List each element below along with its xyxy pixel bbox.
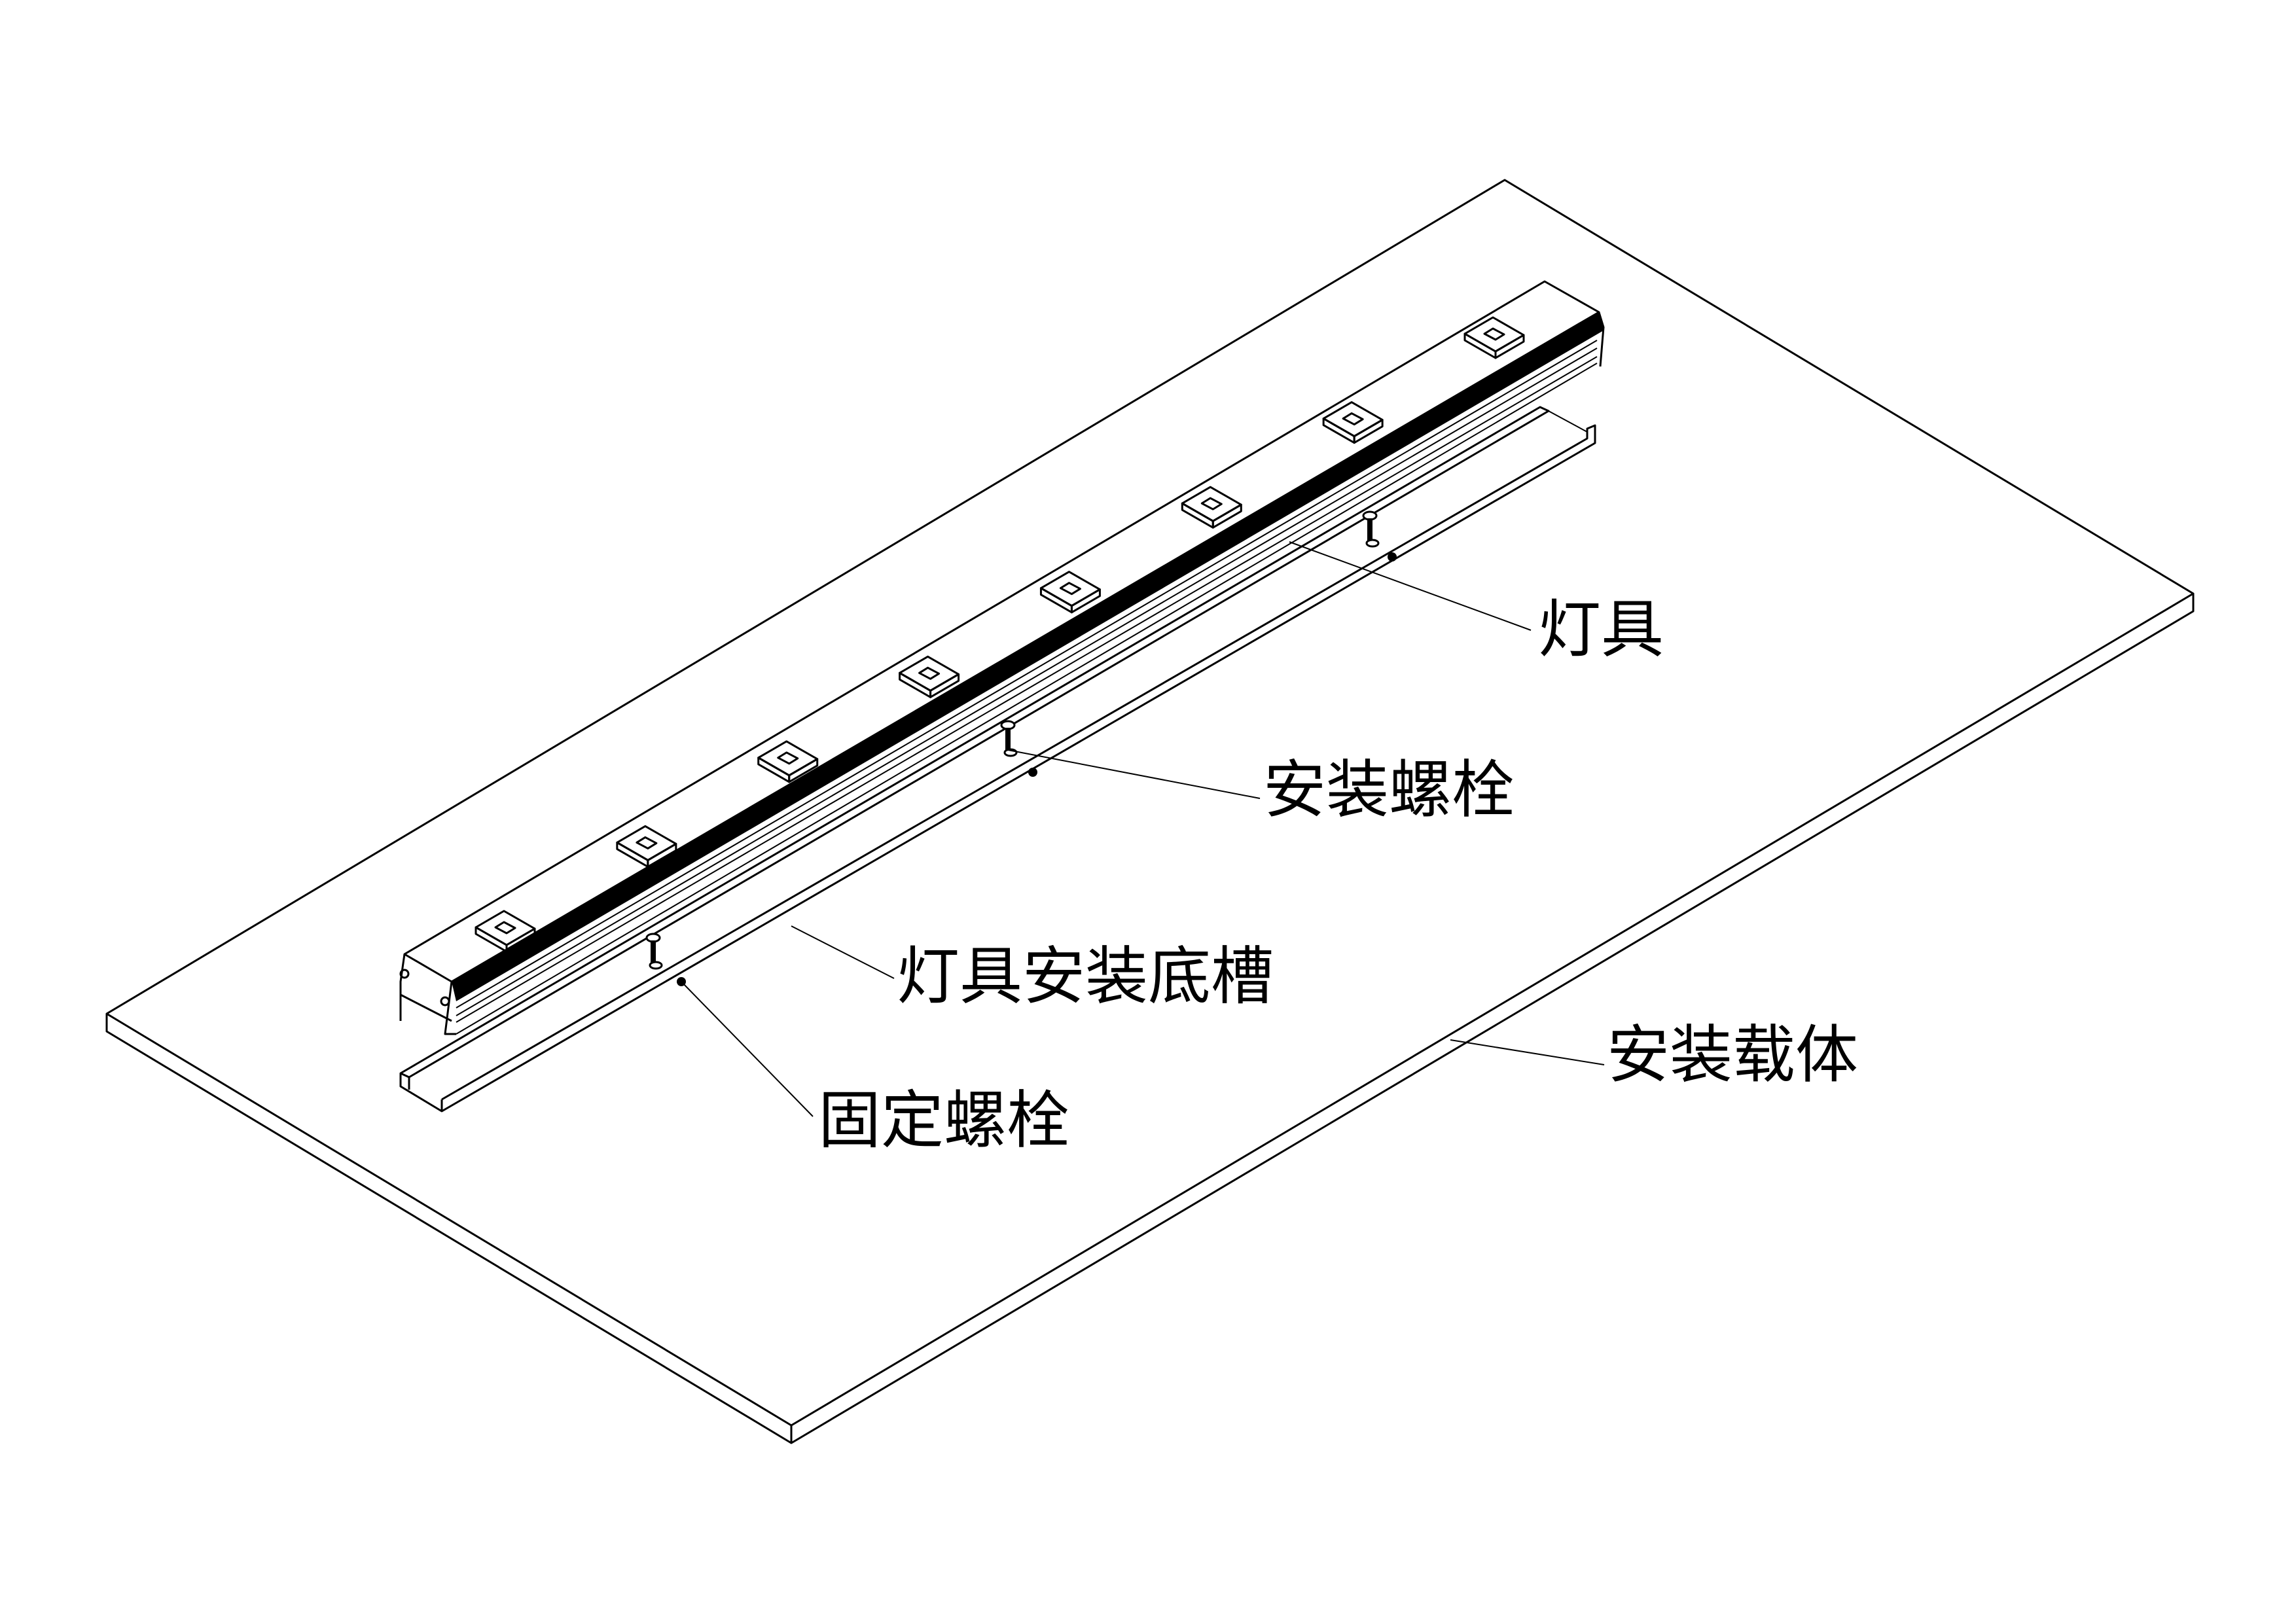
fixing-bolt-icon bbox=[1028, 768, 1037, 777]
label-fixing-bolt: 固定螺栓 bbox=[818, 1084, 1069, 1157]
leader-fixing-bolt bbox=[681, 981, 814, 1117]
leader-mounting-bolt bbox=[1007, 749, 1261, 799]
mounting-bolt-icon bbox=[1000, 720, 1018, 757]
leader-lines bbox=[681, 541, 1605, 1117]
label-mounting-bolt: 安装螺栓 bbox=[1263, 753, 1515, 827]
label-fixture: 灯具 bbox=[1538, 593, 1664, 666]
led-module bbox=[1463, 316, 1525, 359]
leader-mounting-channel bbox=[791, 925, 895, 979]
mounting-bolt-icon bbox=[1362, 510, 1380, 548]
mounting-bolt-icon bbox=[645, 933, 663, 970]
leader-mounting-carrier bbox=[1450, 1039, 1605, 1065]
mounting-bolts bbox=[645, 510, 1397, 986]
led-module bbox=[1039, 571, 1101, 614]
leader-fixture bbox=[1289, 541, 1532, 631]
label-mounting-carrier: 安装载体 bbox=[1607, 1018, 1858, 1092]
led-module bbox=[616, 825, 677, 868]
mounting-channel bbox=[399, 406, 1596, 1113]
light-fixture bbox=[399, 280, 1605, 1035]
fixing-bolt-icon bbox=[1388, 552, 1397, 562]
label-mounting-channel: 灯具安装底槽 bbox=[897, 940, 1274, 1013]
mounting-carrier-plate bbox=[105, 179, 2195, 1444]
led-modules bbox=[475, 316, 1525, 953]
led-module bbox=[757, 740, 819, 783]
led-module bbox=[1181, 486, 1242, 529]
led-module bbox=[899, 655, 960, 698]
led-module bbox=[475, 910, 536, 953]
led-module bbox=[1322, 401, 1384, 444]
